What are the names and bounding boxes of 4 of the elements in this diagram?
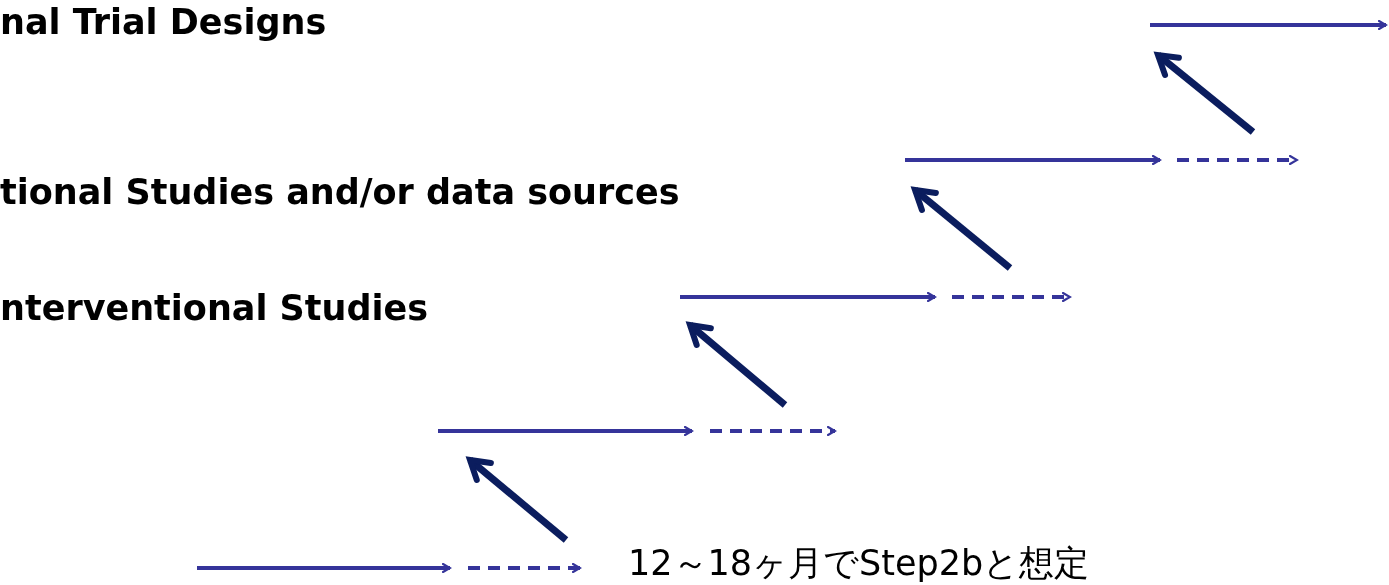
row-heading: tional Studies and/or data sources (0, 172, 680, 213)
note-text: 12～18ヶ月でStep2bと想定 (628, 543, 1090, 584)
row-heading: nal Trial Designs (0, 2, 327, 43)
row-heading: nterventional Studies (0, 288, 429, 329)
